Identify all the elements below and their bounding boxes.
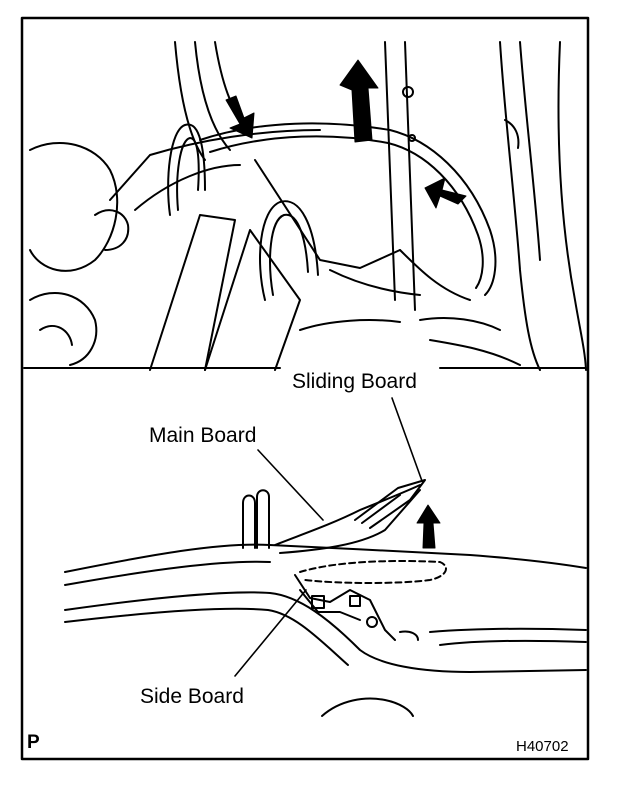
figure-frame: [20, 16, 590, 761]
callout-side-board: Side Board: [140, 685, 244, 708]
sliding-board-leader: [391, 397, 423, 482]
main-board-leader: [257, 449, 324, 521]
callout-main-board: Main Board: [149, 424, 257, 447]
figure-code: H40702: [516, 738, 569, 755]
callout-sliding-board: Sliding Board: [292, 370, 417, 393]
arrow-icon: [225, 59, 467, 209]
arrow-icon: [416, 504, 441, 549]
corner-mark: P: [27, 732, 40, 753]
leader-lines: [234, 397, 423, 677]
side-board-leader: [234, 589, 307, 677]
top-scene: [23, 41, 587, 371]
bottom-scene: [64, 479, 587, 717]
